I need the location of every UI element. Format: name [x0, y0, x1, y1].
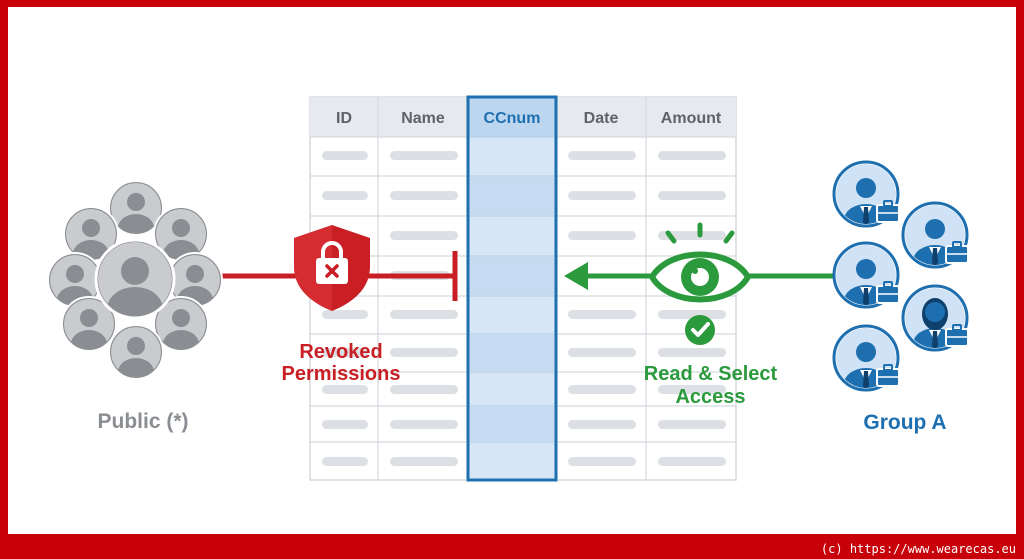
group-a-label: Group A [863, 411, 947, 434]
access-label: Read & Select Access [623, 363, 798, 409]
briefcase-icon [876, 200, 900, 223]
diagram-canvas: ID Name CCnum Date Amount [8, 7, 1016, 534]
briefcase-icon [945, 324, 969, 347]
column-header-name: Name [401, 110, 445, 127]
revoked-line2: Permissions [281, 363, 401, 385]
revoked-line1: Revoked [299, 341, 383, 363]
shield-lock-x-icon [294, 225, 370, 311]
column-header-amount: Amount [661, 110, 722, 127]
user-avatar-gray [167, 252, 223, 308]
access-line2: Access [675, 386, 746, 408]
user-avatar-blue [832, 241, 900, 309]
briefcase-icon [945, 241, 969, 264]
user-avatar-blue [901, 284, 969, 352]
user-avatar-gray [108, 180, 164, 236]
public-label: Public (*) [97, 410, 189, 433]
user-avatar-gray [63, 206, 119, 262]
user-avatar-gray [47, 252, 103, 308]
diagram-graphic: ID Name CCnum Date Amount [47, 95, 969, 482]
revoked-label: Revoked Permissions [266, 341, 416, 385]
user-avatar-blue [832, 324, 900, 392]
column-header-id: ID [336, 110, 352, 127]
user-avatar-gray [108, 324, 164, 380]
briefcase-icon [876, 364, 900, 387]
users-group-icon [47, 180, 223, 380]
access-line1: Read & Select [643, 363, 778, 385]
copyright-footer: (c) https://www.wearecas.eu [820, 542, 1016, 556]
briefcase-icon [876, 281, 900, 304]
user-avatar-blue [901, 201, 969, 269]
ccnum-column [466, 95, 558, 482]
user-avatar-blue [832, 160, 900, 228]
user-avatar-gray [153, 296, 209, 352]
column-header-date: Date [584, 110, 619, 127]
user-avatar-gray [61, 296, 117, 352]
business-users-icon [832, 160, 969, 392]
eye-check-icon [648, 222, 752, 345]
column-header-ccnum: CCnum [484, 110, 541, 127]
user-avatar-gray [153, 206, 209, 262]
